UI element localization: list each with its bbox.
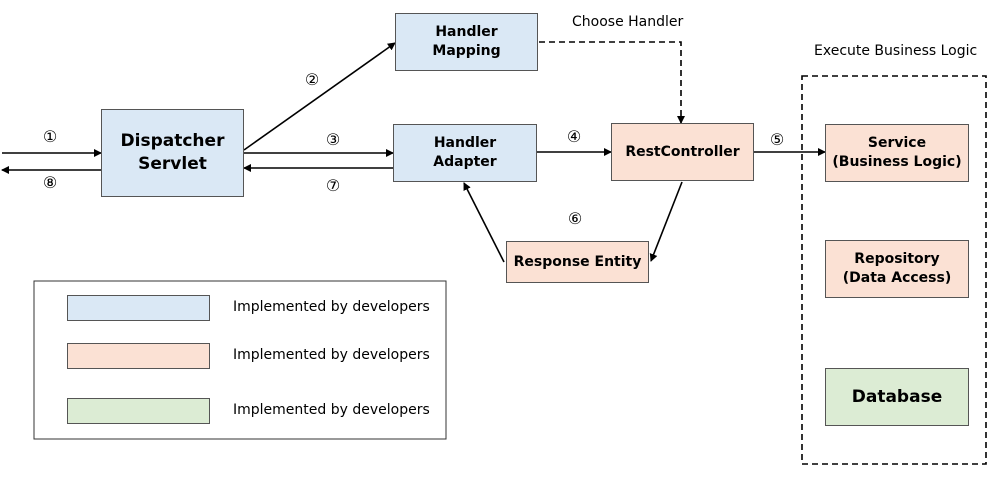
legend-swatch-blue [67,295,210,321]
legend-text-green: Implemented by developers [233,402,430,418]
legend-swatch-green [67,398,210,424]
legend-frame [33,280,447,440]
legend-swatch-orange [67,343,210,369]
database-node: Database [825,368,969,426]
handler-mapping-node: Handler Mapping [395,13,538,71]
step-1-label: ① [42,127,58,146]
execute-business-logic-label: Execute Business Logic [814,43,978,59]
response-entity-node: Response Entity [506,241,649,283]
legend-text-orange: Implemented by developers [233,347,430,363]
step-7-label: ⑦ [325,176,341,195]
step-2-label: ② [304,70,320,89]
arrow-response-to-adapter [463,182,505,263]
legend-text-blue: Implemented by developers [233,299,430,315]
step-4-label: ④ [566,127,582,146]
service-node: Service (Business Logic) [825,124,969,182]
dispatcher-servlet-node: Dispatcher Servlet [101,109,244,197]
repository-node: Repository (Data Access) [825,240,969,298]
arrow-choose-handler [539,41,685,124]
step-5-label: ⑤ [769,130,785,149]
choose-handler-label: Choose Handler [572,14,684,30]
arrow-controller-to-response [649,181,683,262]
rest-controller-node: RestController [611,123,754,181]
step-6-label: ⑥ [567,209,583,228]
business-logic-container [801,75,987,465]
step-8-label: ⑧ [42,173,58,192]
handler-adapter-node: Handler Adapter [393,124,537,182]
arrow-step-2 [243,42,396,151]
step-3-label: ③ [325,130,341,149]
